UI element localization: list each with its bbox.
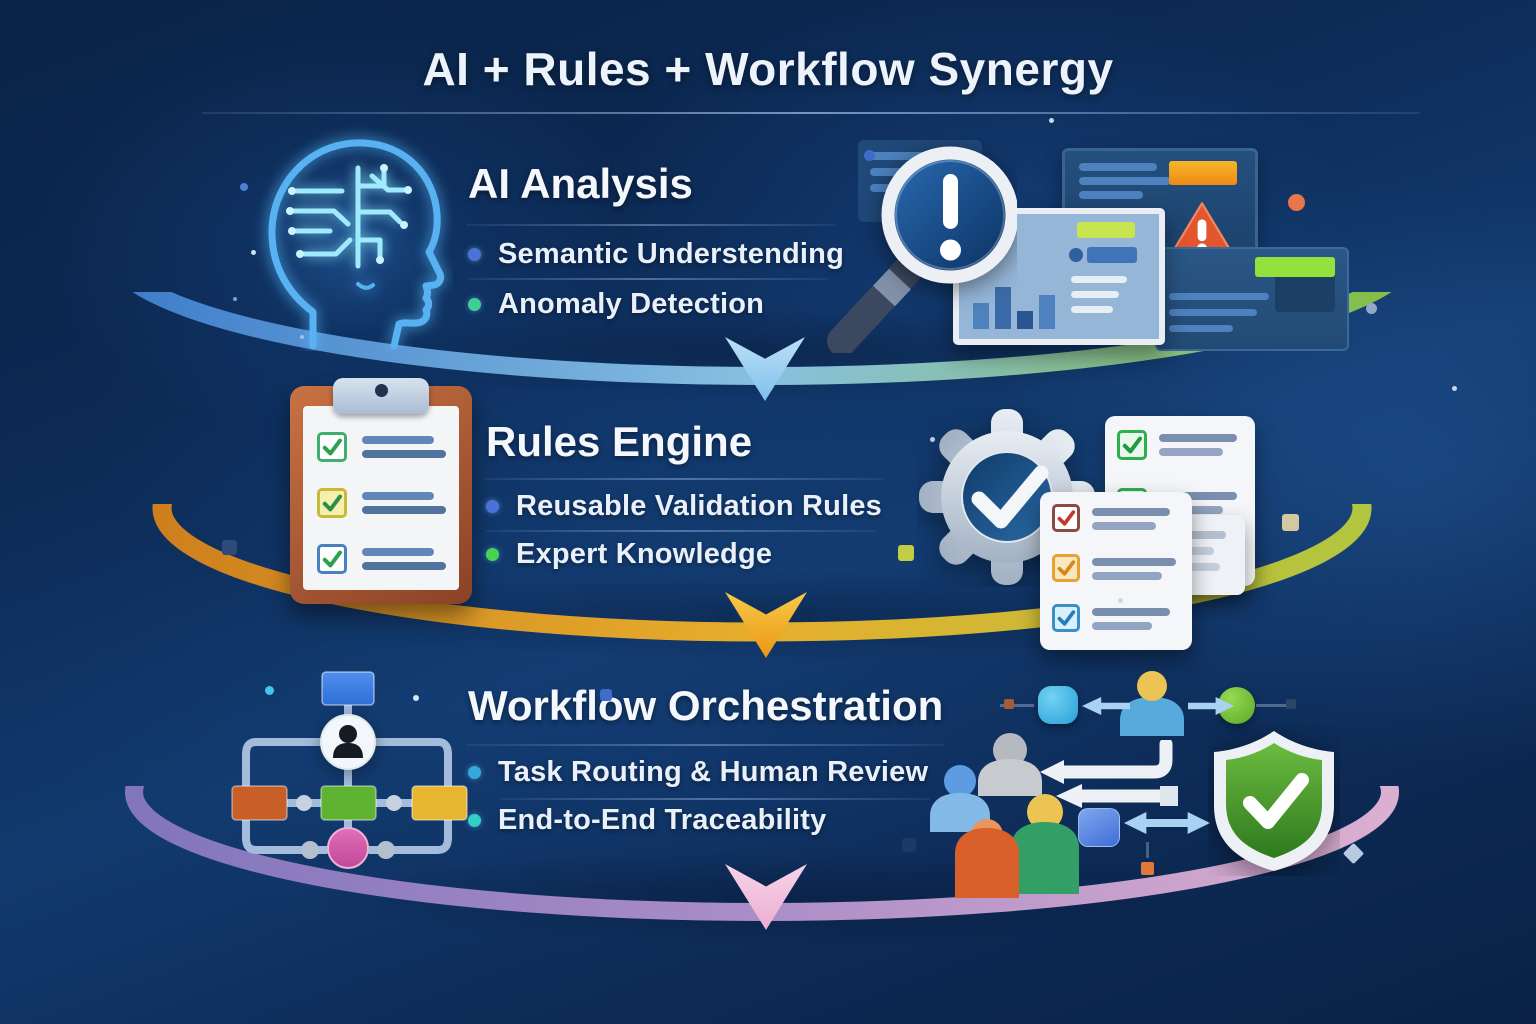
dashboard-panel-status xyxy=(1155,247,1349,351)
section-title-workflow-orchestration: Workflow Orchestration xyxy=(468,682,944,729)
reviewer-avatar xyxy=(1120,671,1184,736)
bullet-dot xyxy=(468,814,481,827)
routing-node-blue xyxy=(1078,808,1120,847)
bullet-divider xyxy=(486,530,876,532)
decorative-dot xyxy=(930,437,935,442)
tick-square-orange xyxy=(1141,862,1154,875)
alert-header-bar xyxy=(1169,161,1237,185)
bullet-semantic-understanding: Semantic Understending xyxy=(468,238,844,271)
section-divider xyxy=(466,224,836,226)
bullet-label: Task Routing & Human Review xyxy=(498,756,929,788)
bullet-dot xyxy=(468,248,481,261)
bullet-end-to-end-traceability: End-to-End Traceability xyxy=(468,804,826,837)
double-arrow-to-shield xyxy=(1124,812,1210,834)
decorative-dot xyxy=(864,150,875,161)
bullet-divider xyxy=(468,278,828,280)
decorative-square xyxy=(898,545,914,561)
section-divider xyxy=(466,744,944,746)
bullet-task-routing-human-review: Task Routing & Human Review xyxy=(468,756,928,789)
magnifier-alert-icon xyxy=(827,146,1017,353)
section-divider xyxy=(484,478,884,480)
bullet-expert-knowledge: Expert Knowledge xyxy=(486,538,772,571)
bullet-label: Semantic Understending xyxy=(498,238,845,270)
decorative-dot xyxy=(265,686,274,695)
decorative-square xyxy=(1282,514,1299,531)
section-title-ai-analysis: AI Analysis xyxy=(468,160,693,207)
validation-checklist-card-front xyxy=(1040,492,1192,650)
routing-pipe-arrows xyxy=(1040,740,1178,808)
bullet-label: End-to-End Traceability xyxy=(498,804,827,836)
decorative-square xyxy=(222,540,237,555)
decorative-square xyxy=(600,689,612,701)
decorative-dot xyxy=(251,250,256,255)
status-green-bar xyxy=(1255,257,1335,277)
decorative-dot xyxy=(1049,118,1054,123)
decorative-dot xyxy=(1288,194,1305,211)
bullet-dot xyxy=(468,298,481,311)
bullet-divider xyxy=(500,798,930,800)
bar-chart-icon xyxy=(973,283,1061,329)
bullet-label: Expert Knowledge xyxy=(516,538,773,570)
decorative-dot xyxy=(1118,598,1123,603)
shield-check-icon xyxy=(1214,731,1334,871)
bullet-dot xyxy=(486,548,499,561)
decorative-dot xyxy=(1366,303,1377,314)
decorative-dot xyxy=(240,183,248,191)
routing-node-cyan xyxy=(1038,686,1078,724)
bullet-reusable-validation-rules: Reusable Validation Rules xyxy=(486,490,882,523)
bullet-label: Anomaly Detection xyxy=(498,288,765,320)
bullet-dot xyxy=(468,766,481,779)
dashboard-panel-chart xyxy=(953,208,1165,345)
team-avatars xyxy=(930,733,1079,898)
bullet-dot xyxy=(486,500,499,513)
title-divider xyxy=(202,112,1420,114)
checklist-clipboard-icon xyxy=(290,378,472,604)
decorative-dot xyxy=(1452,386,1457,391)
bullet-label: Reusable Validation Rules xyxy=(516,490,882,522)
tick-square xyxy=(1004,699,1014,709)
chart-green-label xyxy=(1077,222,1135,238)
decorative-square xyxy=(902,838,916,852)
decorative-dot xyxy=(413,695,419,701)
bullet-anomaly-detection: Anomaly Detection xyxy=(468,288,764,321)
ai-head-circuit-icon xyxy=(268,139,445,350)
page-title: AI + Rules + Workflow Synergy xyxy=(422,43,1114,95)
decorative-dot xyxy=(300,335,304,339)
decorative-dot xyxy=(233,297,237,301)
flowchart-icon xyxy=(231,671,468,869)
tick-square xyxy=(1286,699,1296,709)
section-title-rules-engine: Rules Engine xyxy=(486,418,753,465)
